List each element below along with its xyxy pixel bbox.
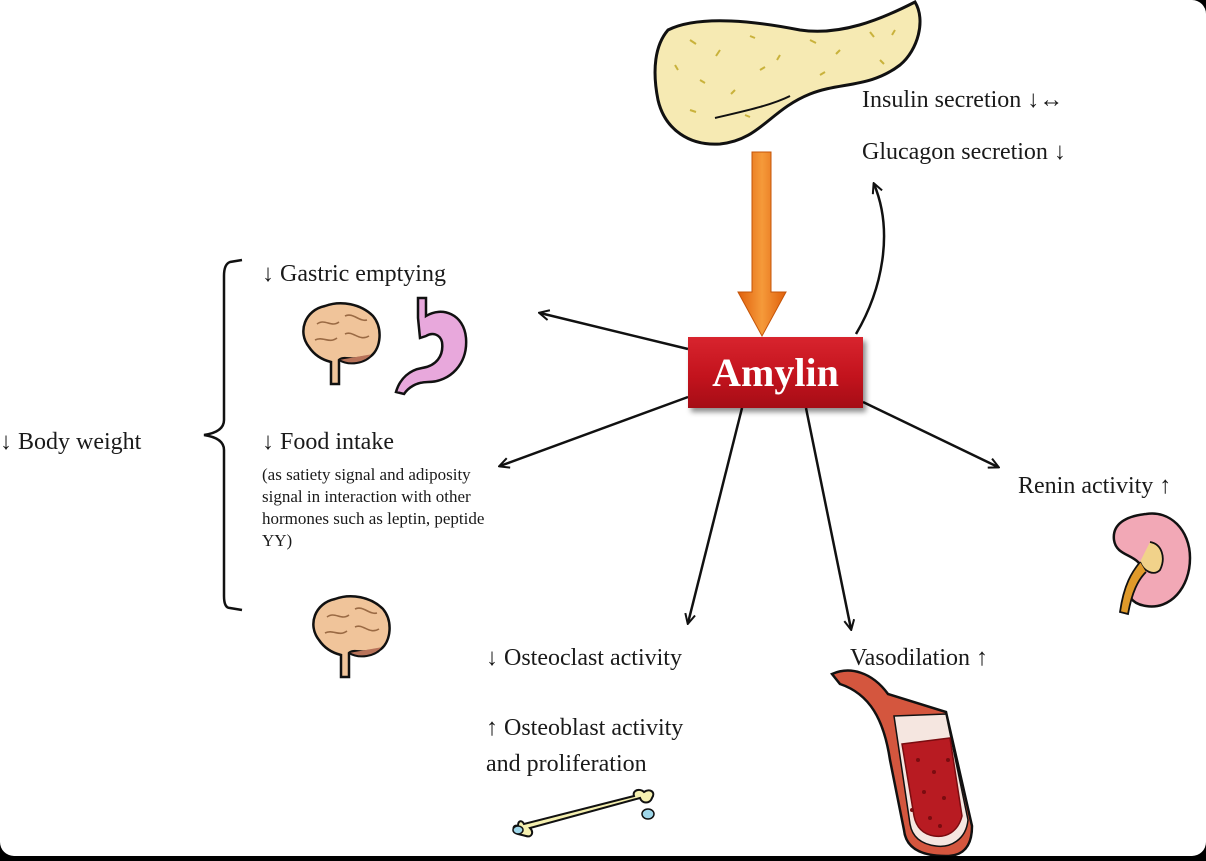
arrow-to-vasodilation	[804, 407, 851, 629]
brain-icon	[312, 595, 391, 679]
amylin-hormone-box: Amylin	[688, 337, 863, 408]
insulin-secretion-label: Insulin secretion ↓↔	[862, 87, 1064, 113]
gastric-emptying-label: ↓ Gastric emptying	[262, 261, 446, 287]
stomach-icon	[394, 296, 468, 396]
vasodilation-label: Vasodilation ↑	[850, 645, 988, 671]
arrow-to-food-intake	[500, 395, 689, 466]
body-weight-brace	[203, 258, 243, 612]
secretion-arrow	[737, 151, 787, 338]
food-intake-label: ↓ Food intake	[262, 429, 394, 455]
pancreas-icon	[653, 0, 922, 146]
blood-vessel-icon	[830, 669, 974, 856]
osteoblast-proliferation-label: and proliferation	[486, 751, 647, 777]
body-weight-label: ↓ Body weight	[0, 429, 142, 455]
bone-icon	[512, 788, 655, 838]
glucagon-secretion-label: Glucagon secretion ↓	[862, 139, 1066, 165]
osteoclast-activity-label: ↓ Osteoclast activity	[486, 645, 682, 671]
renin-activity-label: Renin activity ↑	[1018, 473, 1172, 499]
kidney-icon	[1112, 512, 1192, 616]
brain-icon	[302, 302, 381, 386]
osteoblast-activity-label: ↑ Osteoblast activity	[486, 715, 684, 741]
food-intake-detail: (as satiety signal and adiposity signal …	[262, 465, 485, 551]
arrow-to-osteoclast	[688, 407, 744, 623]
arrow-to-pancreas-effects	[854, 184, 886, 335]
arrow-to-renin	[862, 400, 998, 467]
arrow-to-gastric	[540, 313, 689, 351]
